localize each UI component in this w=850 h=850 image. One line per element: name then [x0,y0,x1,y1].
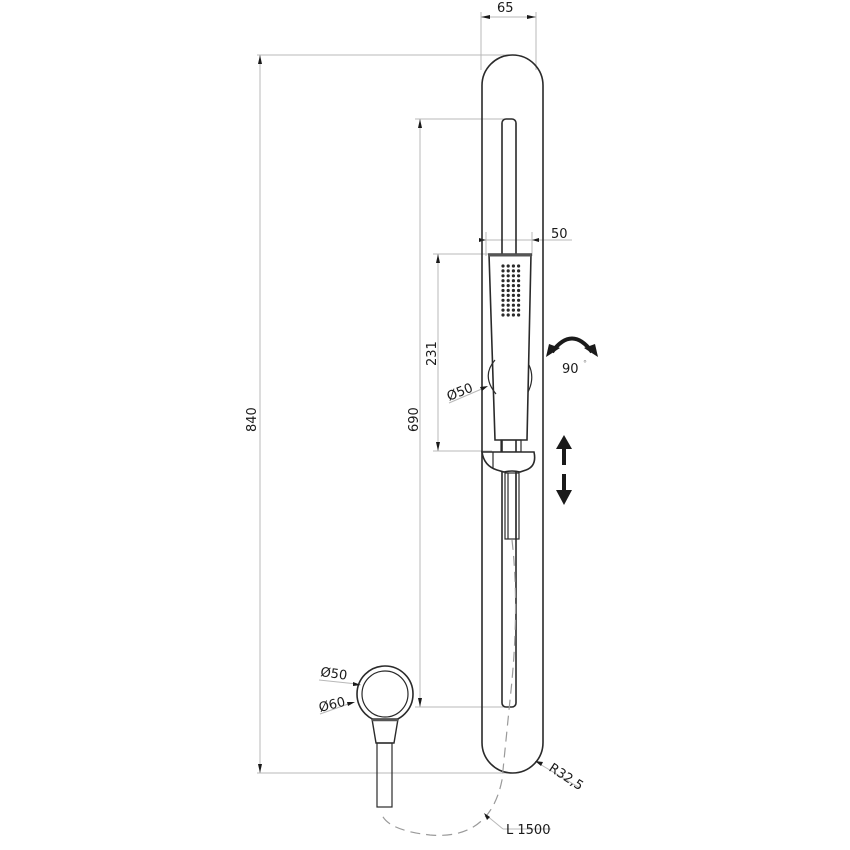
nozzle-dot [517,264,521,268]
rotation-label: 90 [562,362,579,377]
nozzle-dot [517,308,521,312]
nozzle-dot [506,284,510,288]
nozzle-dot [506,264,510,268]
rotate-left-arrowhead [546,344,560,357]
nozzle-dot [501,274,505,278]
arrow-up-icon [556,435,572,449]
slide-travel-label: 690 [407,407,422,432]
handshower-length-label: 231 [425,341,440,366]
nozzle-dot [511,264,515,268]
nozzle-dot [511,288,515,293]
nozzle-dot [511,274,515,278]
nozzle-dot [501,269,505,273]
rail-width-label: 65 [497,1,514,16]
nozzle-dot [511,313,515,317]
dimension-outlet-diameters: Ø50 Ø60 [317,665,361,716]
nozzle-dot [517,303,521,307]
nozzle-grid [501,264,521,317]
handshower-width-label: 50 [551,227,568,242]
nozzle-dot [501,279,505,283]
nozzle-dot [511,293,515,297]
nozzle-dot [501,264,505,268]
nozzle-dot [501,288,505,293]
dimension-slide-travel: 690 [407,118,510,708]
grip-right-bump [527,364,533,393]
nozzle-dot [511,284,515,288]
nozzle-dot [511,308,515,312]
nozzle-dot [501,313,505,317]
nozzle-dot [506,279,510,283]
nozzle-dot [501,303,505,307]
nozzle-dot [506,313,510,317]
dimension-total-height: 840 [245,54,515,774]
rail-radius-label: R32,5 [546,761,586,794]
nozzle-dot [517,284,521,288]
dimension-hose-length: L 1500 [484,813,551,838]
rotate-right-arrowhead [584,344,598,357]
nozzle-dot [517,298,521,302]
slide-direction-arrows [556,435,572,505]
nozzle-dot [506,308,510,312]
nozzle-dot [506,303,510,307]
nozzle-dot [517,313,521,317]
wall-outlet [356,665,414,808]
nozzle-dot [506,293,510,297]
nozzle-dot [501,293,505,297]
nozzle-dot [501,298,505,302]
nozzle-dot [517,288,521,293]
nozzle-dot [511,269,515,273]
rotation-degree-symbol: ° [583,359,587,368]
dimension-handshower-width: 50 [479,227,572,256]
outlet-outer-ring [356,665,414,723]
outlet-inner-diameter-label: Ø50 [319,665,348,684]
nozzle-dot [506,298,510,302]
total-height-label: 840 [245,407,260,432]
slide-rail [481,54,544,774]
nozzle-dot [517,279,521,283]
nozzle-dot [506,288,510,293]
nozzle-dot [501,284,505,288]
hose-length-label: L 1500 [506,823,550,838]
nozzle-dot [511,298,515,302]
nozzle-dot [506,274,510,278]
hose-dashed [380,539,517,836]
dimension-rail-radius: R32,5 [535,761,586,794]
nozzle-dot [517,293,521,297]
grip-diameter-label: Ø50 [445,381,475,405]
nozzle-dot [517,274,521,278]
hand-shower [487,253,533,453]
nozzle-dot [506,269,510,273]
arrow-down-icon [556,490,572,505]
slider-holder [481,451,536,540]
nozzle-dot [517,269,521,273]
dimension-rail-width: 65 [480,1,537,70]
outlet-inner-ring [361,670,409,718]
grip-left-bump [487,359,497,395]
outlet-outer-diameter-label: Ø60 [317,695,347,716]
nozzle-dot [511,303,515,307]
nozzle-dot [501,308,505,312]
nozzle-dot [511,279,515,283]
rotation-indicator: 90 ° [546,336,598,377]
